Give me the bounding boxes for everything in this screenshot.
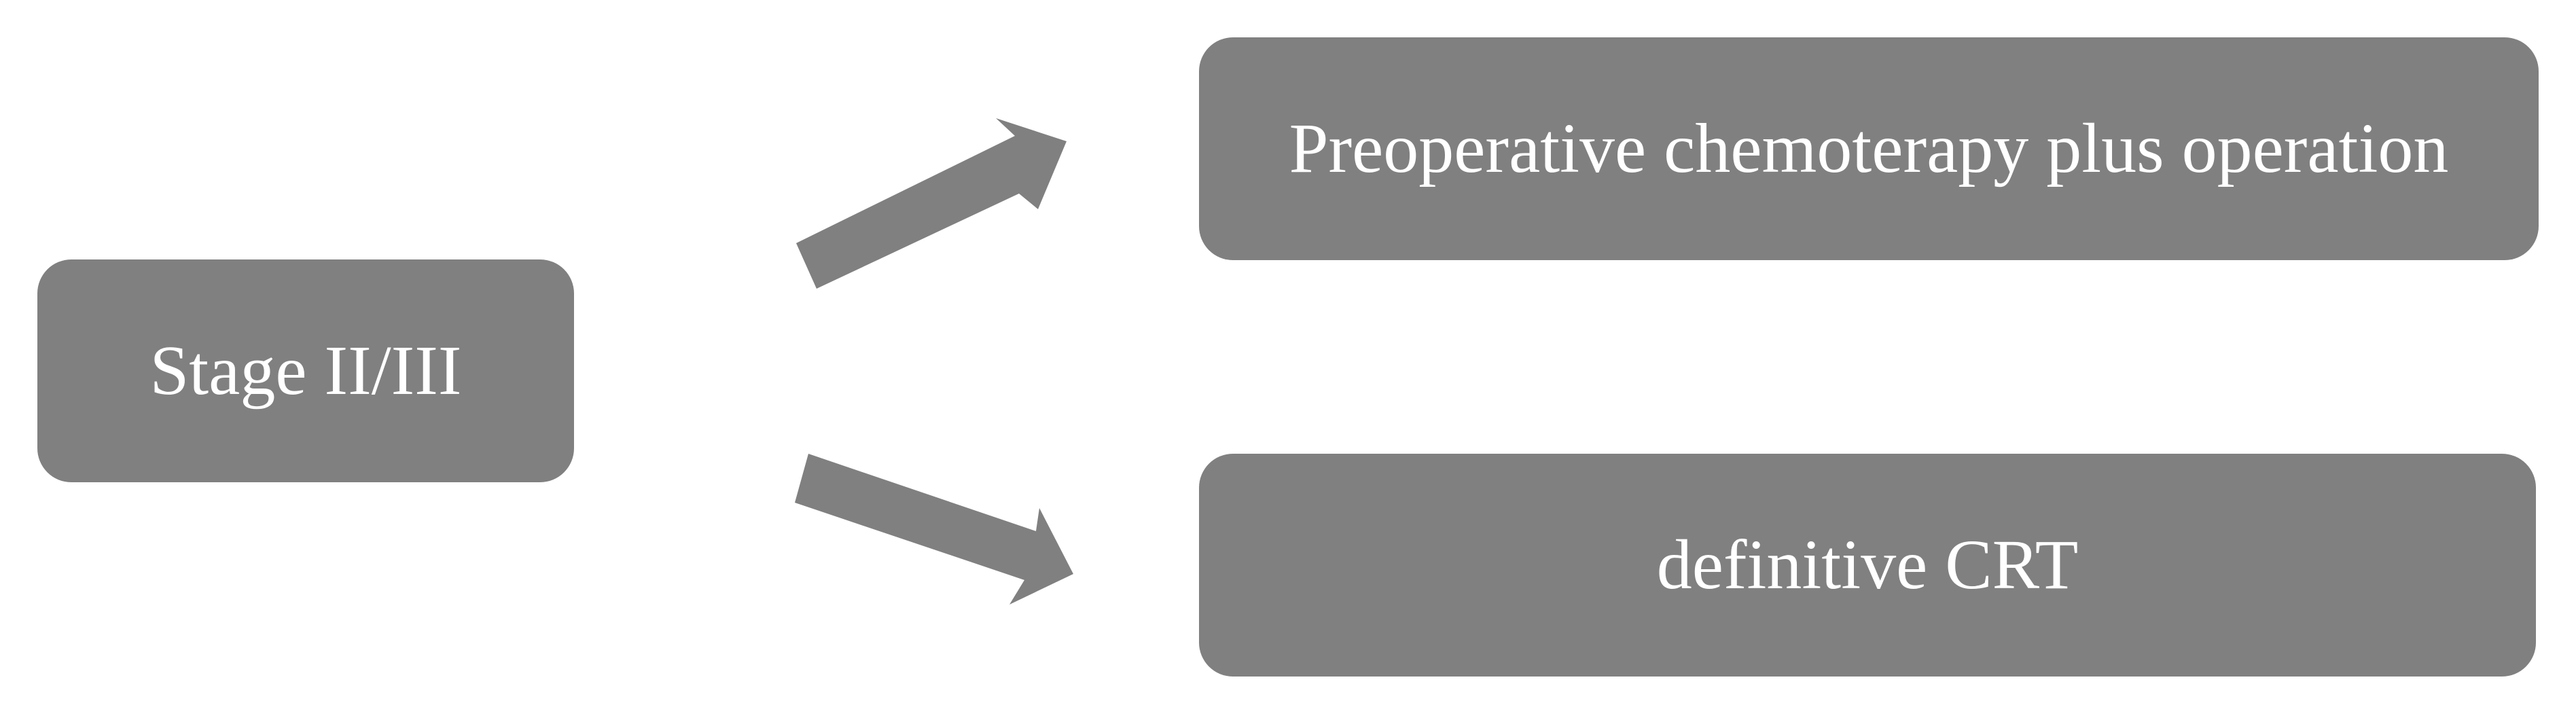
preoperative-node: Preoperative chemoterapy plus operation — [1199, 37, 2539, 260]
preoperative-node-label: Preoperative chemoterapy plus operation — [1289, 109, 2449, 188]
arrow-to-definitive-crt — [795, 454, 1073, 605]
definitive-crt-node: definitive CRT — [1199, 454, 2536, 677]
definitive-crt-node-label: definitive CRT — [1656, 526, 2079, 605]
stage-node-label: Stage II/III — [149, 331, 462, 410]
stage-node: Stage II/III — [37, 259, 574, 482]
arrow-to-preoperative — [796, 118, 1067, 289]
